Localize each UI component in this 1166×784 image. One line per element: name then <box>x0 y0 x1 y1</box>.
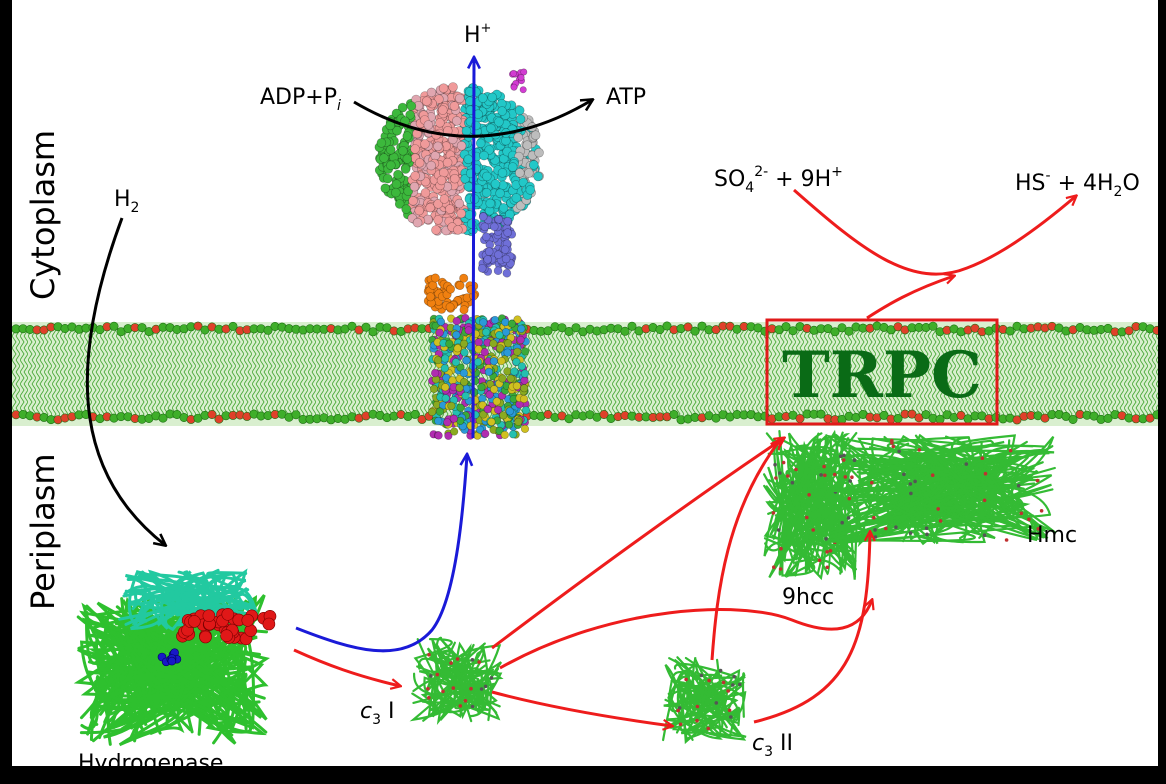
nine-hcc-label: 9hcc <box>782 585 834 610</box>
hmc-protein-icon <box>824 433 1057 548</box>
proton-translocation-arrow <box>473 58 474 439</box>
sulfide-label-b: + 4H <box>1051 171 1114 196</box>
electron-arrow-c3ii-trpc <box>710 440 780 661</box>
sulfide-label-sub: 2 <box>1114 184 1123 200</box>
periplasm-label: Periplasm <box>24 453 62 610</box>
c3-one-label-b: I <box>381 699 394 724</box>
lipid-tails <box>12 330 1158 418</box>
proton-label: H+ <box>464 21 491 48</box>
trpc-label: TRPC <box>782 338 982 413</box>
sulfate-label-b: + 9H <box>768 167 831 192</box>
electron-arrow-c3i-c3ii <box>491 690 672 726</box>
adp-label: ADP+Pi <box>260 85 341 114</box>
sulfate-label-a: SO <box>714 167 745 192</box>
c3-two-label: c3 II <box>752 731 793 760</box>
sulfate-label-sup2: + <box>831 164 843 180</box>
c3-one-label-sub: 3 <box>372 712 381 728</box>
atp-label: ATP <box>606 85 646 110</box>
h2-label-sub: 2 <box>131 200 140 216</box>
sulfide-label-sup: - <box>1046 168 1051 184</box>
electron-arrow-c3i-trpc <box>491 438 784 650</box>
trpc-box <box>765 318 999 426</box>
lipid-heads-top <box>12 321 1158 337</box>
hydrogenase-protein-icon <box>73 568 277 747</box>
sulfate-reduction-arrow <box>793 188 1076 276</box>
c3-one-label: c3 I <box>360 699 395 728</box>
proton-label-text: H <box>464 23 481 48</box>
c3-one-label-a: c <box>360 699 372 724</box>
hydrogenase-label: Hydrogenase <box>78 751 223 766</box>
c3-two-label-a: c <box>752 731 764 756</box>
sulfide-label: HS- + 4H2O <box>1015 168 1140 200</box>
c3-two-label-b: II <box>773 731 793 756</box>
cytochrome-c3-one-icon <box>409 636 504 726</box>
lipid-membrane <box>12 321 1158 426</box>
cytoplasm-label: Cytoplasm <box>24 130 62 300</box>
electron-arrow-trpc-reduction <box>866 276 954 320</box>
bioenergetics-diagram: TRPC <box>12 21 1158 766</box>
proton-release-arrow <box>295 455 467 653</box>
c3-two-label-sub: 3 <box>764 744 773 760</box>
stalk-icon <box>423 273 480 315</box>
proton-label-sup: + <box>481 21 492 36</box>
sulfide-label-c: O <box>1122 171 1139 196</box>
hmc-label: Hmc <box>1027 523 1077 548</box>
diagram-canvas: TRPC <box>12 0 1158 766</box>
sulfate-label: SO42- + 9H+ <box>714 164 843 196</box>
adp-label-text: ADP+P <box>260 85 337 110</box>
sulfate-label-sup: 2- <box>754 164 768 180</box>
h2-diffusion-arrow <box>85 217 165 545</box>
adp-label-sub: i <box>337 98 341 114</box>
sulfate-label-sub: 4 <box>745 180 754 196</box>
adp-to-atp-arrow <box>353 100 592 138</box>
arrows <box>85 58 1076 726</box>
h2-label-text: H <box>114 187 131 212</box>
sulfide-label-a: HS <box>1015 171 1046 196</box>
cytochrome-c3-two-icon <box>662 656 747 745</box>
electron-arrow-hyd-c3i <box>293 648 400 686</box>
h2-label: H2 <box>114 187 139 216</box>
lipid-heads-bottom <box>12 409 1158 425</box>
electron-arrow-c3i-hmc <box>499 600 872 670</box>
electron-arrow-c3ii-hmc <box>753 532 870 724</box>
f1-head-icon <box>374 68 544 278</box>
